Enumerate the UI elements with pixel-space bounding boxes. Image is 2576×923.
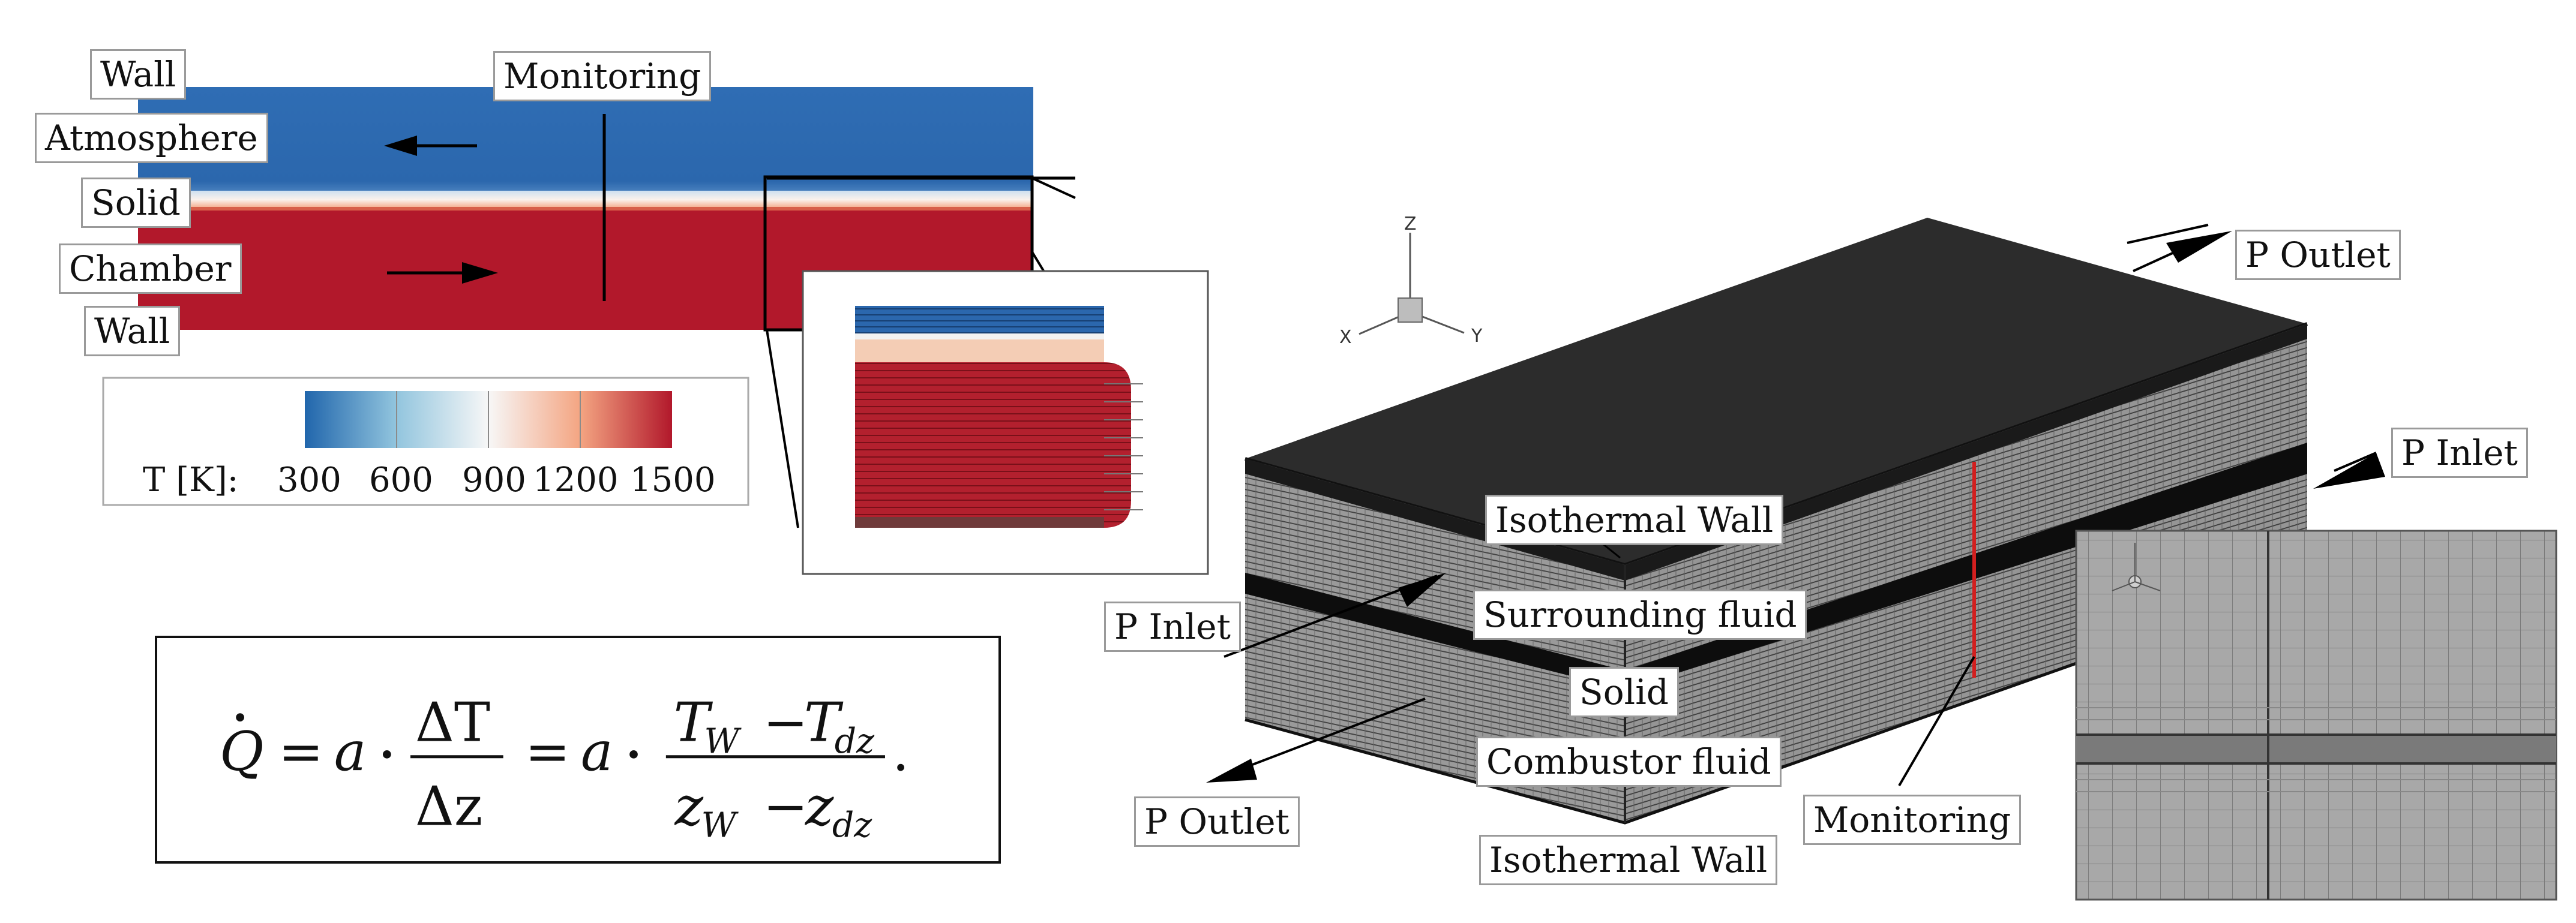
label-p-inlet-left: P Inlet — [1104, 602, 1241, 652]
axis-z-label: Z — [1404, 214, 1417, 234]
p-inlet-left-arrow — [1223, 573, 1446, 658]
colorbar-tick-600: 600 — [369, 461, 433, 500]
eq-Tdz: T — [804, 691, 844, 754]
eq-period: . — [892, 720, 910, 783]
eq-equals-1: = — [278, 720, 323, 783]
label-isothermal-wall-bottom: Isothermal Wall — [1479, 835, 1778, 885]
axis-y-label: Y — [1471, 326, 1483, 347]
eq-minus-1: − — [763, 691, 808, 754]
label-chamber: Chamber — [59, 243, 242, 294]
eq-equals-2: = — [525, 720, 570, 783]
label-wall-top: Wall — [90, 49, 187, 100]
monitoring-leader — [1898, 656, 1975, 787]
eq-zw-sub: W — [701, 805, 739, 845]
eq-zdz-sub: dz — [832, 805, 872, 845]
colorbar-tick-300: 300 — [277, 461, 341, 500]
eq-minus-2: − — [763, 775, 808, 838]
chamber-flow-arrow — [387, 262, 498, 284]
label-surrounding-fluid: Surrounding fluid — [1473, 590, 1807, 640]
corner-mesh-inset — [2075, 530, 2557, 901]
label-p-outlet-top: P Outlet — [2235, 230, 2401, 280]
eq-zdz: z — [805, 775, 834, 838]
eq-coef-1: a — [334, 720, 367, 783]
eq-Tw: T — [674, 691, 713, 754]
heat-flux-equation: Q = a ΔT Δz = a T W − T dz z W − z — [155, 636, 1001, 864]
isothermal-wall-top-face — [1245, 218, 2307, 565]
label-combustor-fluid: Combustor fluid — [1476, 736, 1782, 787]
colorbar-tick-1200: 1200 — [533, 461, 619, 500]
eq-delta-z: Δz — [415, 775, 482, 838]
label-wall-bottom: Wall — [84, 306, 181, 356]
colorbar-tick-900: 900 — [462, 461, 526, 500]
eq-Tw-sub: W — [704, 721, 742, 761]
eq-lhs: Q — [220, 720, 264, 783]
zoom-inset — [802, 270, 1209, 575]
eq-coef-2: a — [581, 720, 613, 783]
eq-Tdz-sub: dz — [835, 721, 875, 761]
p-outlet-left-arrow — [1206, 697, 1426, 783]
axis-triad: Z X Y — [1339, 214, 1483, 348]
atmosphere-flow-arrow — [384, 136, 477, 156]
label-solid-2d: Solid — [81, 178, 191, 228]
eq-zw: z — [674, 775, 704, 838]
eq-delta-T: ΔT — [415, 691, 490, 754]
mesh-block-3d — [1244, 218, 2308, 825]
label-atmosphere: Atmosphere — [35, 113, 268, 163]
temperature-strip — [138, 87, 1033, 330]
axis-x-label: X — [1339, 327, 1352, 348]
label-monitoring-3d: Monitoring — [1803, 795, 2022, 845]
p-inlet-right-arrow — [2313, 452, 2385, 489]
label-p-outlet-left: P Outlet — [1134, 796, 1300, 847]
equation-render: Q = a ΔT Δz = a T W − T dz z W − z — [220, 691, 910, 845]
label-monitoring-2d: Monitoring — [493, 51, 712, 101]
colorbar — [102, 377, 749, 506]
colorbar-title: T [K]: — [143, 461, 239, 500]
colorbar-tick-1500: 1500 — [630, 461, 716, 500]
label-p-inlet-right: P Inlet — [2391, 428, 2528, 478]
label-solid-3d: Solid — [1569, 667, 1679, 717]
label-isothermal-wall-top: Isothermal Wall — [1485, 495, 1784, 545]
p-outlet-top-arrow — [2127, 224, 2232, 272]
solid-band-front — [1245, 573, 1625, 690]
